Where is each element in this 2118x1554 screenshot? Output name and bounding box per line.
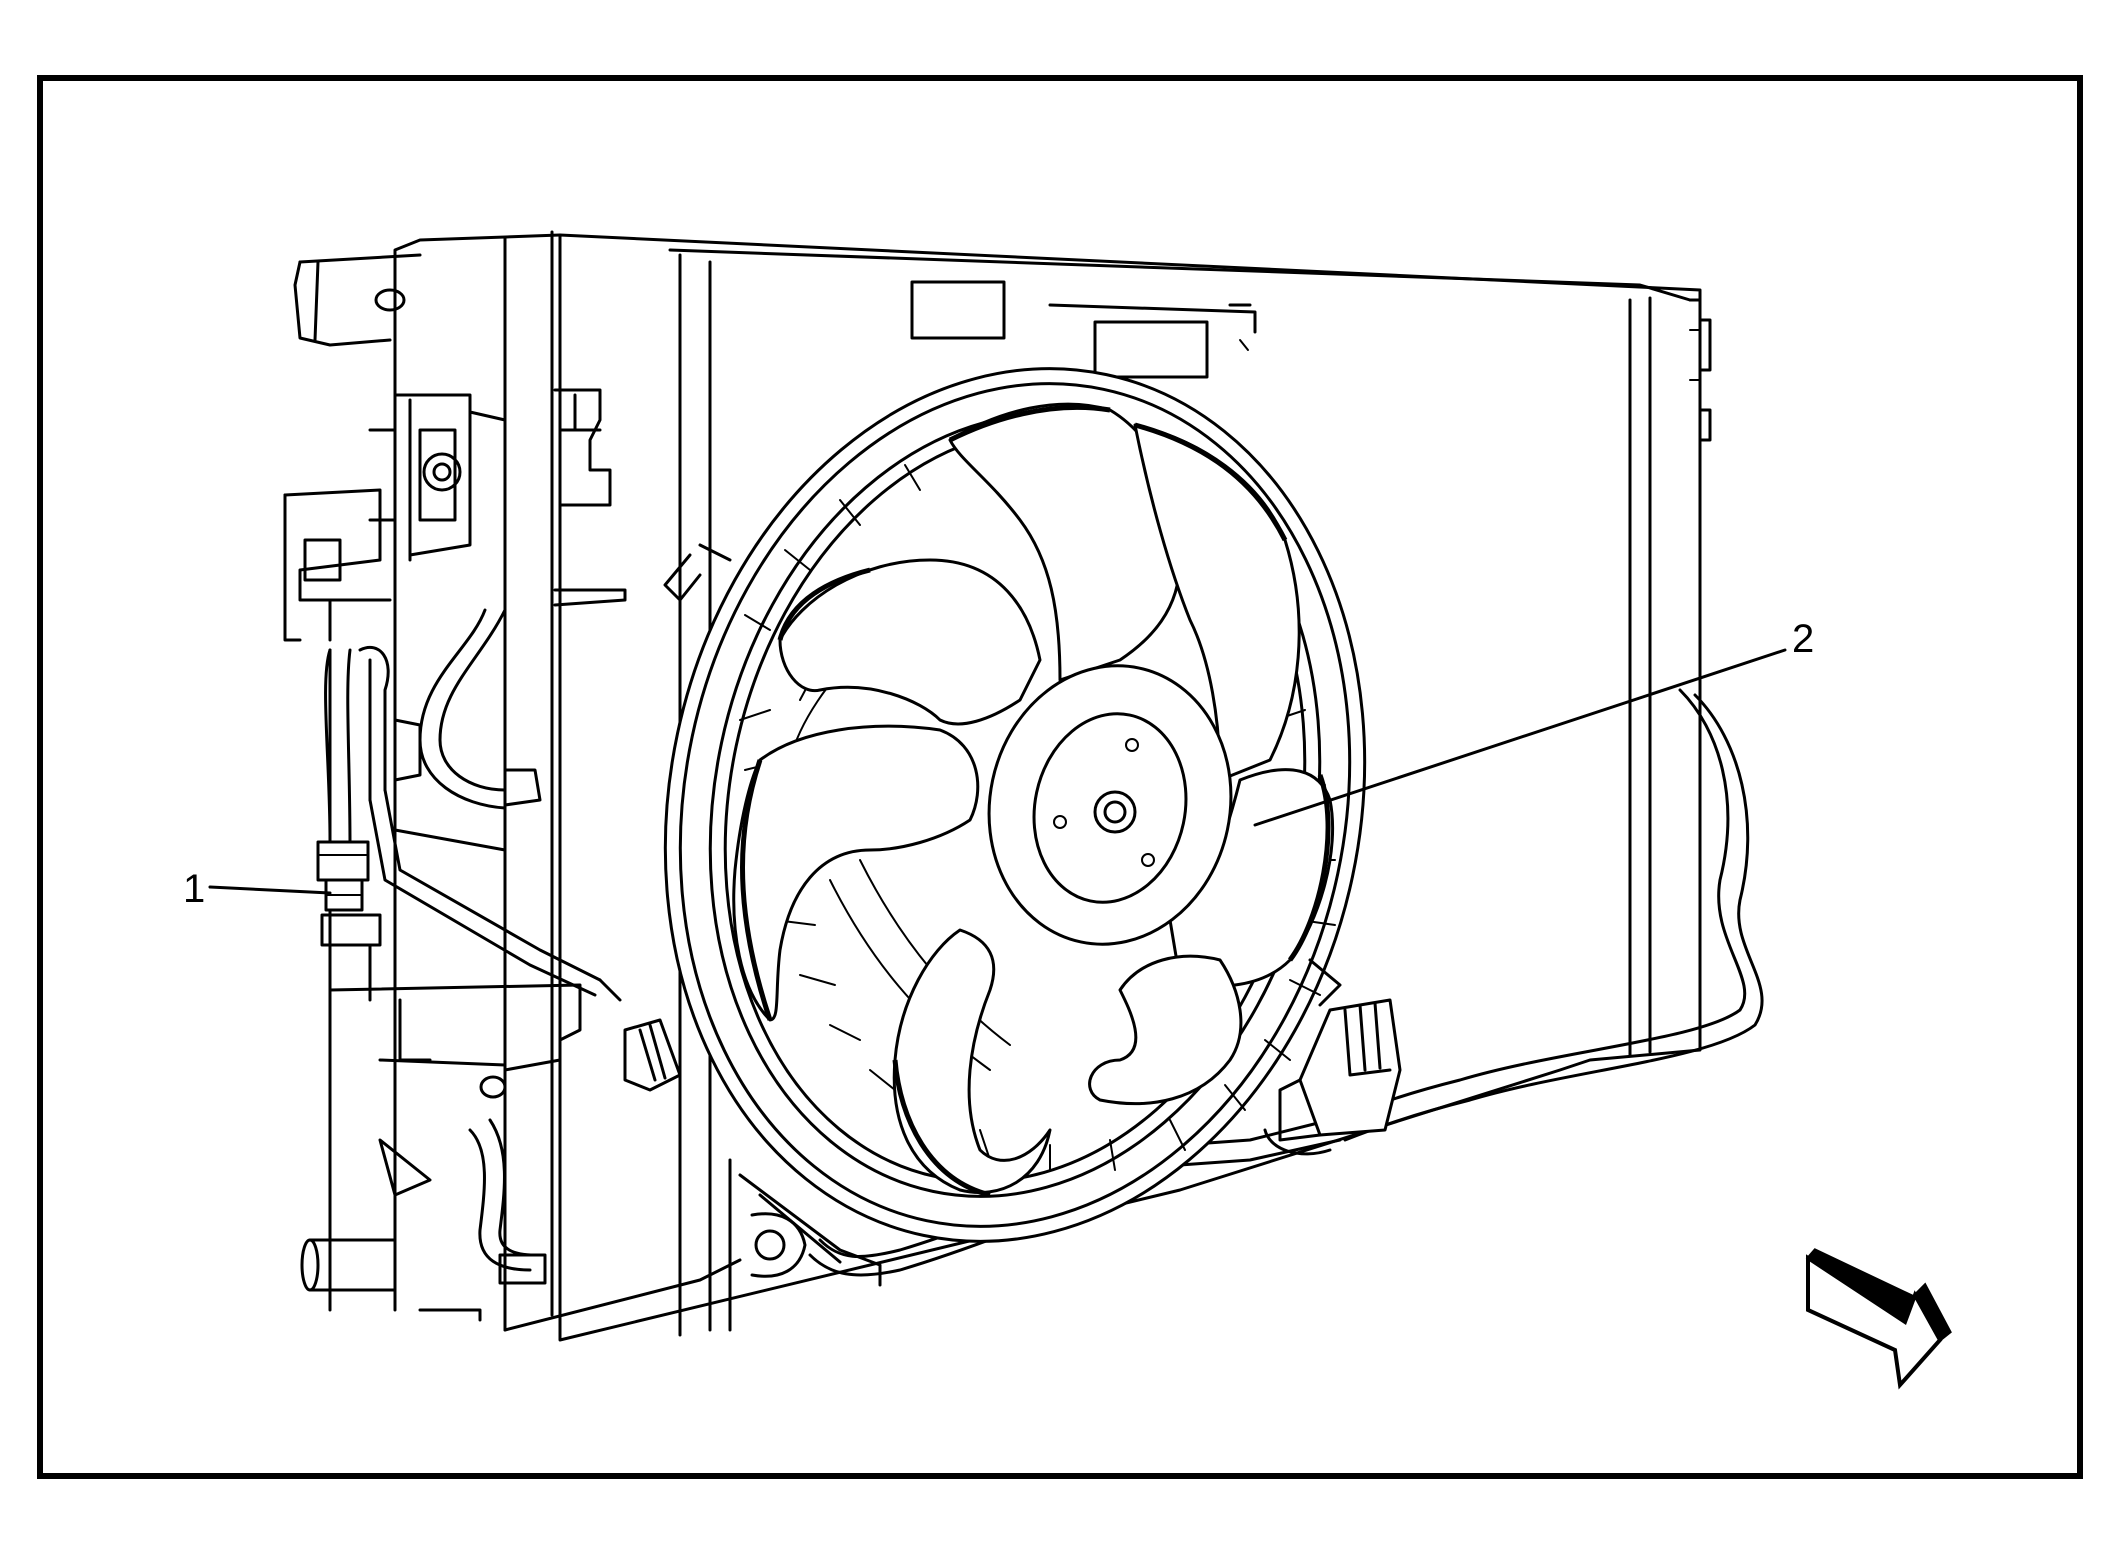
- callout-1-leader: [208, 885, 332, 895]
- fan-blades: [732, 402, 1335, 1198]
- callout-1-label: 1: [183, 867, 205, 911]
- fan-hub: [987, 664, 1233, 946]
- callout-1: 1: [183, 867, 332, 911]
- view-direction-arrow-icon: [1805, 1248, 1952, 1390]
- callout-2-leader: [1253, 648, 1787, 827]
- diagram-frame: [37, 75, 2083, 1479]
- callout-2: 2: [1253, 617, 1814, 827]
- callout-2-label: 2: [1792, 617, 1814, 661]
